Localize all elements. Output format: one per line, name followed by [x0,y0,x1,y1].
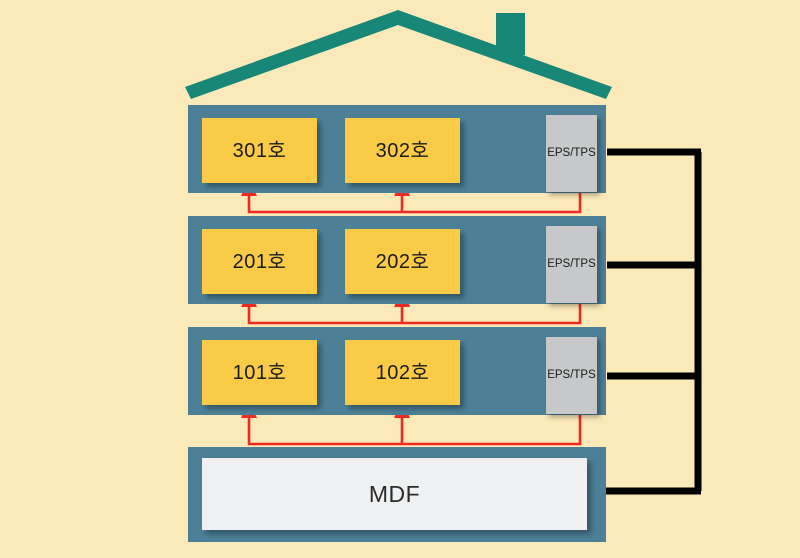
eps-tps-label: EPS/TPS [547,368,596,381]
unit-301[interactable]: 301호 [202,118,317,183]
unit-label: 202호 [375,250,430,273]
unit-302[interactable]: 302호 [345,118,460,183]
unit-label: 301호 [232,139,287,162]
mdf-label: MDF [368,480,421,507]
unit-201[interactable]: 201호 [202,229,317,294]
unit-label: 201호 [232,250,287,273]
floor-band-2: 201호 202호 EPS/TPS [188,216,606,304]
mdf-band: MDF [188,447,606,542]
roof-icon [185,10,612,99]
eps-tps-label: EPS/TPS [547,257,596,270]
eps-tps-label: EPS/TPS [547,146,596,159]
unit-label: 101호 [232,361,287,384]
unit-label: 102호 [375,361,430,384]
eps-tps-3[interactable]: EPS/TPS [546,115,597,192]
mdf-box[interactable]: MDF [202,458,587,530]
floor-band-3: 301호 302호 EPS/TPS [188,105,606,193]
drop-cable-floor-2 [247,301,582,325]
eps-tps-2[interactable]: EPS/TPS [546,226,597,303]
unit-101[interactable]: 101호 [202,340,317,405]
drop-cable-floor-1 [247,412,582,446]
floor-band-1: 101호 102호 EPS/TPS [188,327,606,415]
unit-202[interactable]: 202호 [345,229,460,294]
riser-backbone-cable [604,148,702,495]
unit-102[interactable]: 102호 [345,340,460,405]
drop-cable-floor-3 [247,190,582,214]
chimney-icon [496,13,525,55]
unit-label: 302호 [375,139,430,162]
eps-tps-1[interactable]: EPS/TPS [546,337,597,414]
